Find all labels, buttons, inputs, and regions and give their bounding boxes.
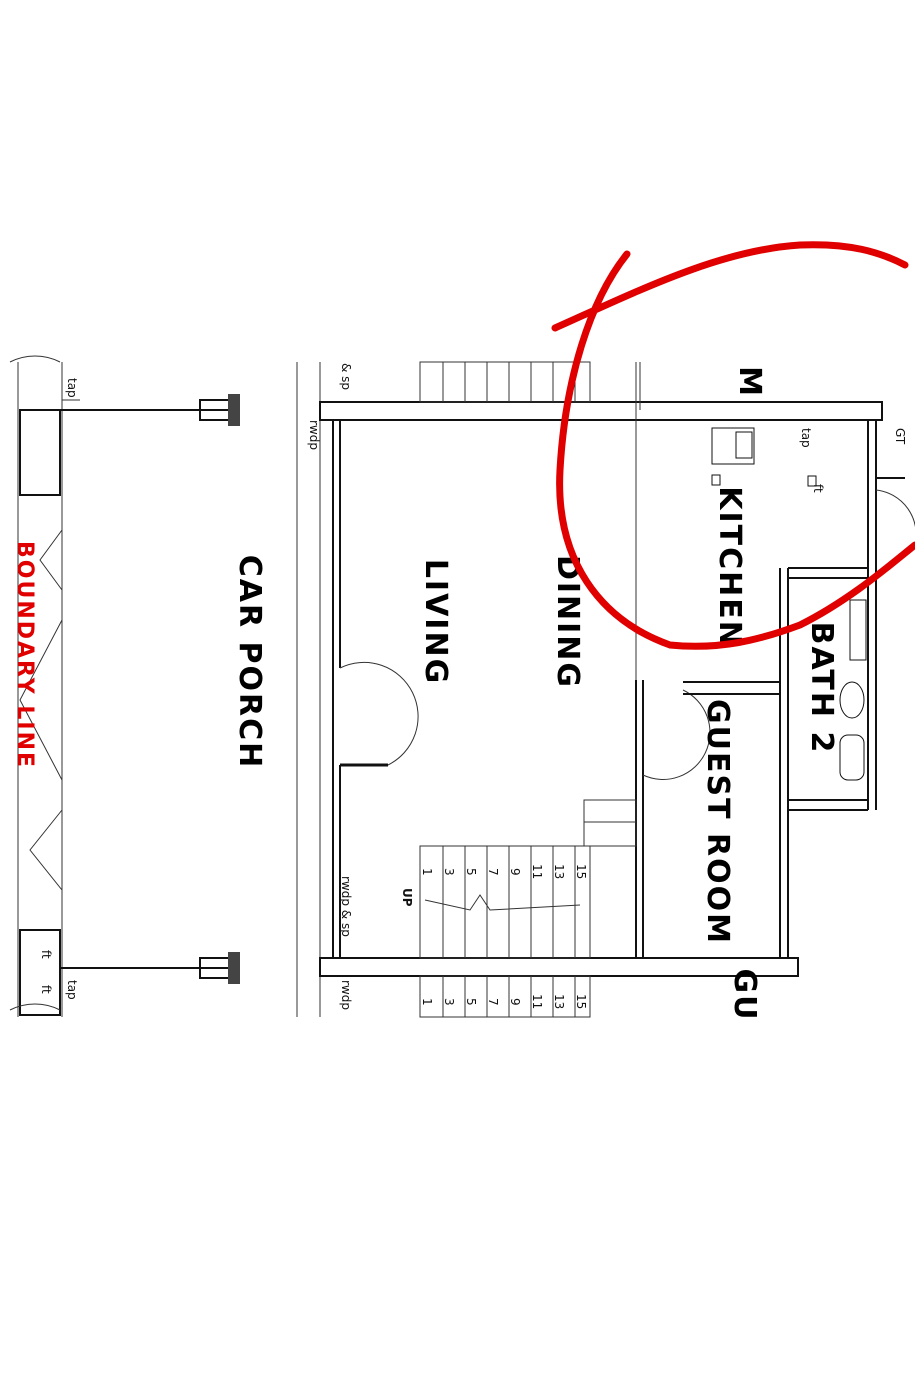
note-sp-top: & sp xyxy=(339,363,353,390)
stair-number: 15 xyxy=(574,864,588,879)
kitchen-sink xyxy=(711,427,817,487)
boundary-structure xyxy=(9,355,80,1017)
stair-number-lower: 3 xyxy=(442,998,456,1006)
note-tap-top-left: tap xyxy=(65,378,79,398)
stair-number: 9 xyxy=(508,868,522,876)
staircase xyxy=(419,361,637,1018)
living-front-wall xyxy=(332,420,419,958)
stair-number-lower: 15 xyxy=(574,994,588,1009)
stair-number: 1 xyxy=(420,868,434,876)
bath-2-walls xyxy=(788,420,915,811)
note-ft-left-1: ft xyxy=(39,950,53,959)
stair-number-lower: 1 xyxy=(420,998,434,1006)
note-tap-bottom-left: tap xyxy=(65,980,79,1000)
red-markup-circle xyxy=(551,241,915,650)
stair-number: 5 xyxy=(464,868,478,876)
note-tap-kitchen: tap xyxy=(799,428,813,448)
stair-number: 7 xyxy=(486,868,500,876)
drawing-area xyxy=(0,362,915,1017)
top-wall xyxy=(319,401,883,421)
stair-number: 13 xyxy=(552,864,566,879)
room-label-partial-bottom: GU xyxy=(727,969,762,1022)
gate-lines xyxy=(60,394,240,984)
stair-number-lower: 7 xyxy=(486,998,500,1006)
room-label-partial-top: M xyxy=(732,366,767,398)
stair-number: 3 xyxy=(442,868,456,876)
room-label-kitchen: KITCHEN xyxy=(712,486,747,648)
stair-number-lower: 5 xyxy=(464,998,478,1006)
note-rwdp-bottom: rwdp xyxy=(339,980,353,1010)
stair-number-lower: 13 xyxy=(552,994,566,1009)
room-label-guest-room: GUEST ROOM xyxy=(700,699,735,945)
room-label-bath-2: BATH 2 xyxy=(804,622,839,755)
note-rwdp-sp-bottom: rwdp & sp xyxy=(339,876,353,937)
stair-number-lower: 11 xyxy=(530,994,544,1009)
note-gt: GT xyxy=(893,428,907,445)
note-rwdp-top: rwdp xyxy=(307,420,321,450)
stair-number: 11 xyxy=(530,864,544,879)
room-label-living: LIVING xyxy=(418,559,453,685)
room-label-car-porch: CAR PORCH xyxy=(232,555,267,770)
room-label-dining: DINING xyxy=(550,555,585,689)
boundary-line-label: BOUNDARY LINE xyxy=(12,541,37,769)
note-ft-kitchen: ft xyxy=(811,484,825,493)
note-up: UP xyxy=(400,888,414,907)
stair-number-lower: 9 xyxy=(508,998,522,1006)
note-ft-left-2: ft xyxy=(39,985,53,994)
